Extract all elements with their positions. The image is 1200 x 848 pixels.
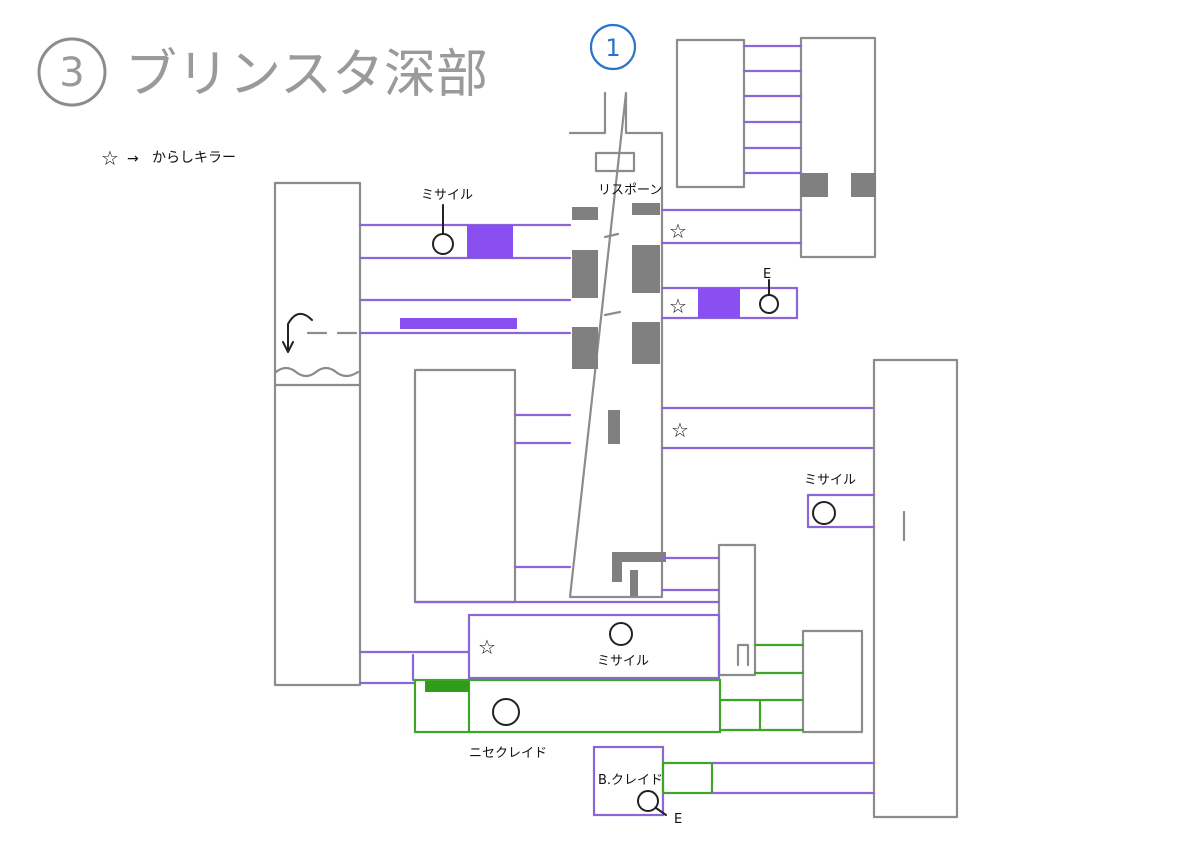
bottom-area: ☆ ミサイル <box>358 543 864 734</box>
header: 3 ブリンスタ深部 <box>37 37 488 107</box>
legend-text: からしキラー <box>152 150 236 166</box>
legend: ☆ → からしキラー <box>101 146 236 170</box>
baby-ridley-room: B.クレイド E <box>592 745 876 827</box>
legend-star-icon: ☆ <box>101 146 119 170</box>
right-shaft: ミサイル <box>804 358 959 819</box>
missile-item-1 <box>432 233 454 255</box>
karashi-killer-star-icon: ☆ <box>669 219 687 243</box>
energy-label-2: E <box>674 812 682 827</box>
right-mid-corridor: ☆ <box>660 406 876 450</box>
stage-number: 3 <box>59 50 84 96</box>
fake-ridley-label: ニセクレイド <box>469 746 547 761</box>
respawn-pad <box>594 151 636 173</box>
stage-number-circle <box>37 37 107 107</box>
energy-item-1 <box>759 294 779 314</box>
respawn-label: リスポーン <box>598 183 662 198</box>
purple-block <box>467 225 513 258</box>
green-corridors: ニセクレイド <box>413 643 805 761</box>
central-shaft: リスポーン <box>568 91 666 599</box>
baby-ridley-label: B.クレイド <box>598 773 663 788</box>
legend-arrow-icon: → <box>127 151 139 167</box>
missile-label-2: ミサイル <box>597 654 649 669</box>
fake-ridley-marker <box>492 698 520 726</box>
zone-marker: 1 <box>589 23 637 71</box>
inner-left-block <box>413 368 572 604</box>
energy-corridor: ☆ E <box>660 267 799 320</box>
energy-label-1: E <box>763 267 771 282</box>
stage-title: ブリンスタ深部 <box>125 45 488 105</box>
karashi-killer-star-icon-2: ☆ <box>669 294 687 318</box>
top-left-corridors: ミサイル <box>358 188 572 335</box>
left-shaft <box>273 181 362 687</box>
missile-item-3 <box>812 501 836 525</box>
missile-item-2 <box>609 622 633 646</box>
missile-label-1: ミサイル <box>421 188 473 203</box>
zone-marker-circle <box>589 23 637 71</box>
karashi-killer-star-icon-4: ☆ <box>478 635 496 659</box>
missile-label-3: ミサイル <box>804 473 856 488</box>
karashi-killer-star-icon-3: ☆ <box>671 418 689 442</box>
top-right-building: ☆ <box>660 36 877 259</box>
energy-item-2 <box>637 790 659 812</box>
zone-number: 1 <box>605 34 620 62</box>
turnaround-arrow-icon <box>287 313 313 351</box>
